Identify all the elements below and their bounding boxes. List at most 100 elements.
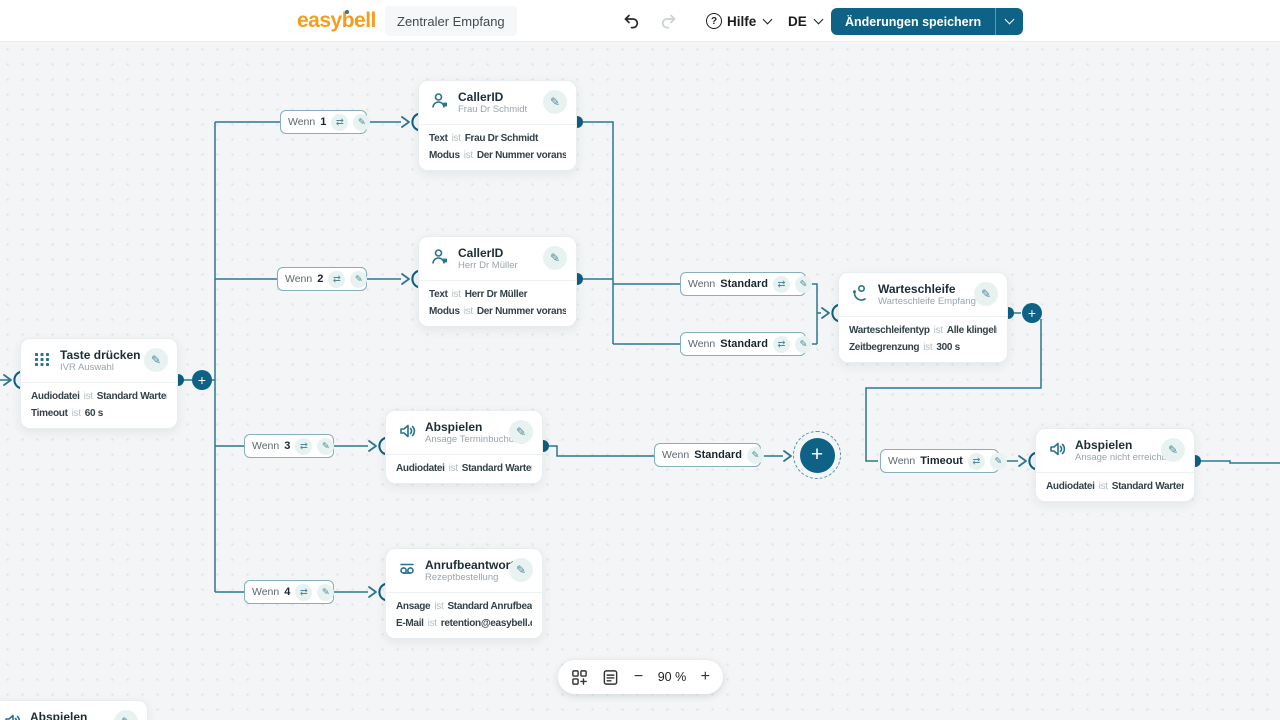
help-menu[interactable]: ? Hilfe xyxy=(706,0,773,42)
speaker-icon xyxy=(2,711,22,720)
add-node-button[interactable]: + xyxy=(192,370,212,390)
output-port xyxy=(543,440,549,452)
branch-icon[interactable]: ⇄ xyxy=(772,335,790,353)
branch-icon[interactable]: ⇄ xyxy=(328,270,346,288)
condition-wenn-3[interactable]: Wenn 3 ⇄ ✎ xyxy=(244,434,335,458)
node-title: Taste drücken xyxy=(60,348,141,362)
edit-icon[interactable]: ✎ xyxy=(317,583,335,601)
branch-icon[interactable]: ⇄ xyxy=(331,113,349,131)
condition-prefix: Wenn xyxy=(888,455,916,467)
connector-lines xyxy=(0,121,1280,593)
condition-wenn-standard-1[interactable]: Wenn Standard ⇄ ✎ xyxy=(680,272,812,296)
save-changes-button[interactable]: Änderungen speichern xyxy=(831,8,997,35)
easybell-logo[interactable]: easybell xyxy=(297,9,376,33)
condition-wenn-1[interactable]: Wenn 1 ⇄ ✎ xyxy=(280,110,371,134)
node-anrufbeantworter[interactable]: Anrufbeantworter Rezeptbestellung ✎ Ansa… xyxy=(385,548,543,639)
input-ports[interactable] xyxy=(13,113,1036,601)
node-abspielen-nicht-erreichbar[interactable]: Abspielen Ansage nicht erreichbar ✎ Audi… xyxy=(1035,428,1195,502)
redo-icon[interactable] xyxy=(660,12,678,30)
add-node-button-large[interactable]: + xyxy=(799,437,835,473)
edit-icon[interactable]: ✎ xyxy=(794,335,812,353)
edit-icon[interactable]: ✎ xyxy=(317,437,335,455)
node-abspielen-terminbuchung[interactable]: Abspielen Ansage Terminbuchung ✎ Audioda… xyxy=(385,410,543,484)
condition-value: 2 xyxy=(317,273,324,285)
branch-icon[interactable]: ⇄ xyxy=(967,452,985,470)
edit-icon[interactable]: ✎ xyxy=(989,452,1007,470)
edit-icon[interactable]: ✎ xyxy=(543,90,567,114)
logo-accent-dot xyxy=(344,10,349,14)
condition-wenn-2[interactable]: Wenn 2 ⇄ ✎ xyxy=(277,267,368,291)
condition-wenn-standard-2[interactable]: Wenn Standard ⇄ ✎ xyxy=(680,332,812,356)
branch-icon[interactable]: ⇄ xyxy=(295,437,313,455)
node-header: Taste drücken IVR Auswahl ✎ xyxy=(21,339,177,382)
node-header: Abspielen Ansage nicht erreichbar ✎ xyxy=(1036,429,1194,472)
condition-prefix: Wenn xyxy=(688,278,716,290)
input-port xyxy=(378,437,386,455)
edit-icon[interactable]: ✎ xyxy=(144,348,168,372)
node-title: Abspielen xyxy=(30,710,88,720)
condition-prefix: Wenn xyxy=(252,586,280,598)
branch-icon[interactable]: ⇄ xyxy=(295,583,313,601)
edit-icon[interactable]: ✎ xyxy=(1161,438,1185,462)
node-title: CallerID xyxy=(458,90,504,104)
add-node-button[interactable]: + xyxy=(1022,303,1042,323)
headset-icon xyxy=(850,283,870,303)
edit-icon[interactable]: ✎ xyxy=(794,275,812,293)
language-menu[interactable]: DE xyxy=(788,0,824,42)
add-node-drop-target: + xyxy=(793,431,841,479)
node-header: CallerID Herr Dr Müller ✎ xyxy=(419,237,576,280)
edit-icon[interactable]: ✎ xyxy=(543,246,567,270)
zoom-out-button[interactable]: − xyxy=(633,668,644,685)
help-label: Hilfe xyxy=(727,13,757,29)
flow-title-field[interactable]: Zentraler Empfang xyxy=(385,6,517,36)
node-subtitle: Herr Dr Müller xyxy=(458,260,518,272)
condition-wenn-timeout[interactable]: Wenn Timeout ⇄ ✎ xyxy=(880,449,1007,473)
node-subtitle: Ansage Terminbuchung xyxy=(425,434,525,446)
edit-icon[interactable]: ✎ xyxy=(353,113,371,131)
undo-icon[interactable] xyxy=(622,12,640,30)
zoom-in-button[interactable]: + xyxy=(700,668,710,685)
branch-icon[interactable]: ⇄ xyxy=(772,275,790,293)
condition-prefix: Wenn xyxy=(252,440,280,452)
input-port xyxy=(411,270,419,288)
connections-layer xyxy=(0,113,1280,601)
node-title: Abspielen xyxy=(425,420,483,434)
node-title: Warteschleife xyxy=(878,282,956,296)
output-port xyxy=(577,273,583,285)
flow-canvas[interactable]: + + + Wenn 1 ⇄ ✎ Wenn 2 ⇄ ✎ Wenn 3 ⇄ ✎ W… xyxy=(0,42,1280,720)
condition-value: 3 xyxy=(284,440,291,452)
speaker-icon xyxy=(1047,439,1067,459)
edit-icon[interactable]: ✎ xyxy=(509,558,533,582)
add-block-icon[interactable] xyxy=(571,669,588,686)
condition-prefix: Wenn xyxy=(288,116,316,128)
condition-wenn-4[interactable]: Wenn 4 ⇄ ✎ xyxy=(244,580,335,604)
top-bar: easybell Zentraler Empfang ? Hilfe DE Än… xyxy=(0,0,1280,42)
edit-icon[interactable]: ✎ xyxy=(974,282,998,306)
edit-icon[interactable]: ✎ xyxy=(509,420,533,444)
edit-icon[interactable]: ✎ xyxy=(746,446,764,464)
condition-value: 4 xyxy=(284,586,291,598)
save-options-button[interactable] xyxy=(996,8,1023,35)
condition-wenn-standard-3[interactable]: Wenn Standard ✎ xyxy=(654,443,764,467)
node-header: Abspielen Ansage Terminbuchung ✎ xyxy=(386,411,542,454)
edit-icon[interactable]: ✎ xyxy=(114,710,138,720)
notes-icon[interactable] xyxy=(602,669,619,686)
help-icon: ? xyxy=(706,13,722,29)
node-warteschleife[interactable]: Warteschleife Warteschleife Empfang ✎ Wa… xyxy=(838,272,1008,363)
node-abspielen-partial[interactable]: Abspielen ✎ xyxy=(0,700,148,720)
node-subtitle: Rezeptbestellung xyxy=(425,572,499,584)
output-ports[interactable] xyxy=(178,116,1201,467)
condition-value: Standard xyxy=(694,449,742,461)
edit-icon[interactable]: ✎ xyxy=(350,270,368,288)
